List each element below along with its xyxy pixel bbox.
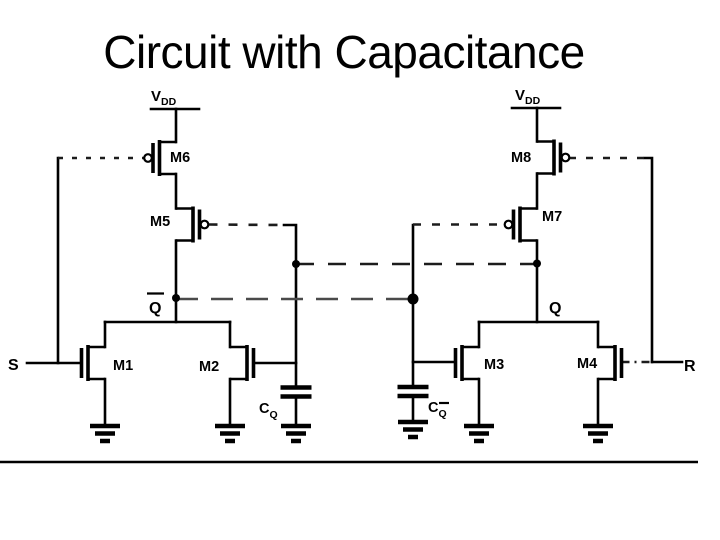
svg-text:Q: Q xyxy=(149,300,161,317)
capacitor-cq xyxy=(281,388,312,397)
ground-m4 xyxy=(583,426,613,441)
svg-text:CQ: CQ xyxy=(428,400,447,420)
ground-cq xyxy=(281,426,311,441)
label-input-s: S xyxy=(8,357,19,374)
ground-cqbar xyxy=(398,422,428,437)
junction-q-feedback xyxy=(292,260,300,268)
label-m1: M1 xyxy=(113,358,133,374)
label-cap-q: CQ xyxy=(259,401,278,421)
junction-q-node xyxy=(533,259,541,268)
transistor-m4-nmos xyxy=(596,343,624,383)
wire-q-feedback-vertical xyxy=(282,223,298,388)
transistor-m2-nmos xyxy=(228,343,256,383)
wire-m5-gate-lead xyxy=(208,223,285,227)
label-node-q: Q xyxy=(549,300,561,317)
label-m4: M4 xyxy=(577,356,597,372)
vdd-label-right: VDD xyxy=(515,87,541,107)
label-node-qbar: Q xyxy=(147,292,164,317)
label-m2: M2 xyxy=(199,359,219,375)
junction-qbar-node xyxy=(172,294,180,302)
transistor-m7-pmos xyxy=(502,204,539,245)
ground-m2 xyxy=(215,426,245,441)
vdd-label-left: VDD xyxy=(151,88,177,108)
label-m8: M8 xyxy=(511,150,531,166)
wire-r-branch xyxy=(643,156,654,364)
label-input-r: R xyxy=(684,358,696,375)
junction-qbar-feedback xyxy=(407,293,419,305)
transistor-m8-pmos xyxy=(535,137,572,178)
ground-m1 xyxy=(90,426,120,441)
wires-solid xyxy=(25,106,684,427)
label-m5: M5 xyxy=(150,214,170,230)
label-m6: M6 xyxy=(170,150,190,166)
ground-m3 xyxy=(464,426,494,441)
transistor-m5-pmos xyxy=(174,204,211,245)
transistor-m1-nmos xyxy=(79,343,107,383)
svg-text:CQ: CQ xyxy=(259,401,278,421)
wires-dashed xyxy=(58,156,652,364)
transistor-m3-nmos xyxy=(453,343,481,383)
label-cap-qbar: CQ xyxy=(428,400,449,420)
slide-title: Circuit with Capacitance xyxy=(103,26,584,78)
label-m3: M3 xyxy=(484,357,504,373)
capacitor-cqbar xyxy=(398,387,429,396)
label-m7: M7 xyxy=(542,209,562,225)
